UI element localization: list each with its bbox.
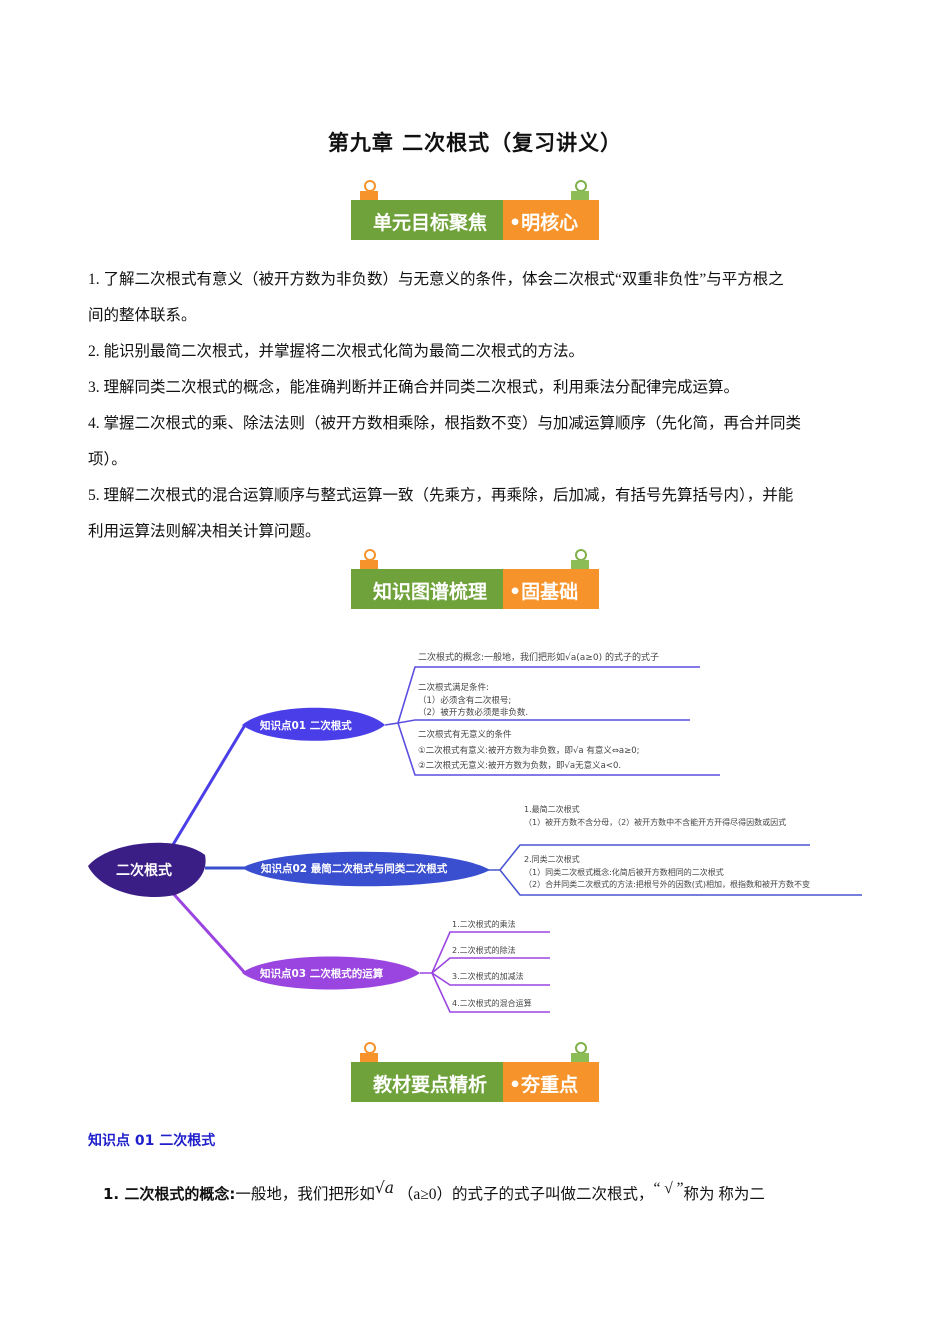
leaf-text: 3.二次根式的加减法 [452, 972, 524, 981]
banner-accent-label: •明核心 [509, 212, 579, 234]
concept-label: 1. 二次根式的概念 [103, 1185, 230, 1203]
goal-line: 5. 理解二次根式的混合运算顺序与整式运算一致（先乘方，再乘除，后加减，有括号先… [88, 487, 794, 504]
leaf-text: 1.二次根式的乘法 [452, 920, 516, 929]
banner-textbook-points: 教材要点精析 •夯重点 [351, 1042, 599, 1102]
banner-knowledge-map: 知识图谱梳理 •固基础 [351, 549, 599, 609]
banner-main-label: 单元目标聚焦 [373, 212, 488, 234]
page-title: 第九章 二次根式（复习讲义） [327, 131, 623, 155]
branch2-node-shape [242, 851, 490, 887]
goal-line: 4. 掌握二次根式的乘、除法法则（被开方数相乘除，根指数不变）与加减运算顺序（先… [88, 415, 802, 432]
goal-line: 间的整体联系。 [88, 307, 197, 324]
goal-line: 3. 理解同类二次根式的概念，能准确判断并正确合并同类二次根式，利用乘法分配律完… [88, 379, 740, 396]
goal-line: 利用运算法则解决相关计算问题。 [88, 523, 321, 540]
mind-map: 二次根式 知识点01 二次根式 知识点02 最简二次根式与同类二次根式 知识点0… [80, 640, 870, 1030]
radical-expression: √a [374, 1179, 394, 1197]
leaf-text: 2.同类二次根式 （1）同类二次根式概念:化简后被开方数相同的二次根式 （2）合… [524, 855, 811, 889]
banner-accent-label: •夯重点 [509, 1074, 579, 1096]
leaf-text: 2.二次根式的除法 [452, 946, 516, 955]
leaf-text: 4.二次根式的混合运算 [452, 999, 532, 1008]
leaf-text: 二次根式的概念:一般地，我们把形如√a(a≥0) 的式子的式子 [418, 653, 659, 663]
section-title: 知识点 01 二次根式 [88, 1133, 216, 1149]
root-node-shape [88, 842, 206, 897]
radical-symbol: “ √ ” [653, 1180, 684, 1197]
branch-node-label: 知识点03 二次根式的运算 [260, 968, 384, 980]
goal-line: 2. 能识别最简二次根式，并掌握将二次根式化简为最简二次根式的方法。 [88, 343, 585, 360]
banner-main-label: 知识图谱梳理 [373, 581, 488, 603]
branch-node-label: 知识点01 二次根式 [260, 720, 352, 732]
banner-main-label: 教材要点精析 [373, 1074, 488, 1096]
goal-line: 1. 了解二次根式有意义（被开方数为非负数）与无意义的条件，体会二次根式“双重非… [88, 271, 784, 288]
goal-line: 项）。 [88, 451, 127, 468]
concept-paragraph: 1. 二次根式的概念:一般地，我们把形如√a （a≥0）的式子的式子叫做二次根式… [103, 1179, 765, 1203]
leaf-text: 1.最简二次根式 （1）被开方数不含分母，（2）被开方数中不含能开方开得尽得因数… [524, 805, 787, 827]
banner-unit-goals: 单元目标聚焦 •明核心 [351, 180, 599, 240]
leaf-text: 二次根式有无意义的条件 ①二次根式有意义:被开方数为非负数，即√a 有意义⇔a≥… [418, 730, 640, 771]
branch1-node-shape [242, 707, 385, 741]
branch-node-label: 知识点02 最简二次根式与同类二次根式 [261, 863, 448, 875]
mind-map-connectors [88, 666, 862, 1013]
unit-goals-list: 1. 了解二次根式有意义（被开方数为非负数）与无意义的条件，体会二次根式“双重非… [88, 262, 862, 550]
leaf-text: 二次根式满足条件: （1）必须含有二次根号; （2）被开方数必须是非负数. [418, 683, 529, 718]
branch3-node-shape [242, 956, 420, 990]
banner-accent-label: •固基础 [509, 581, 579, 603]
root-node-label: 二次根式 [116, 863, 172, 879]
